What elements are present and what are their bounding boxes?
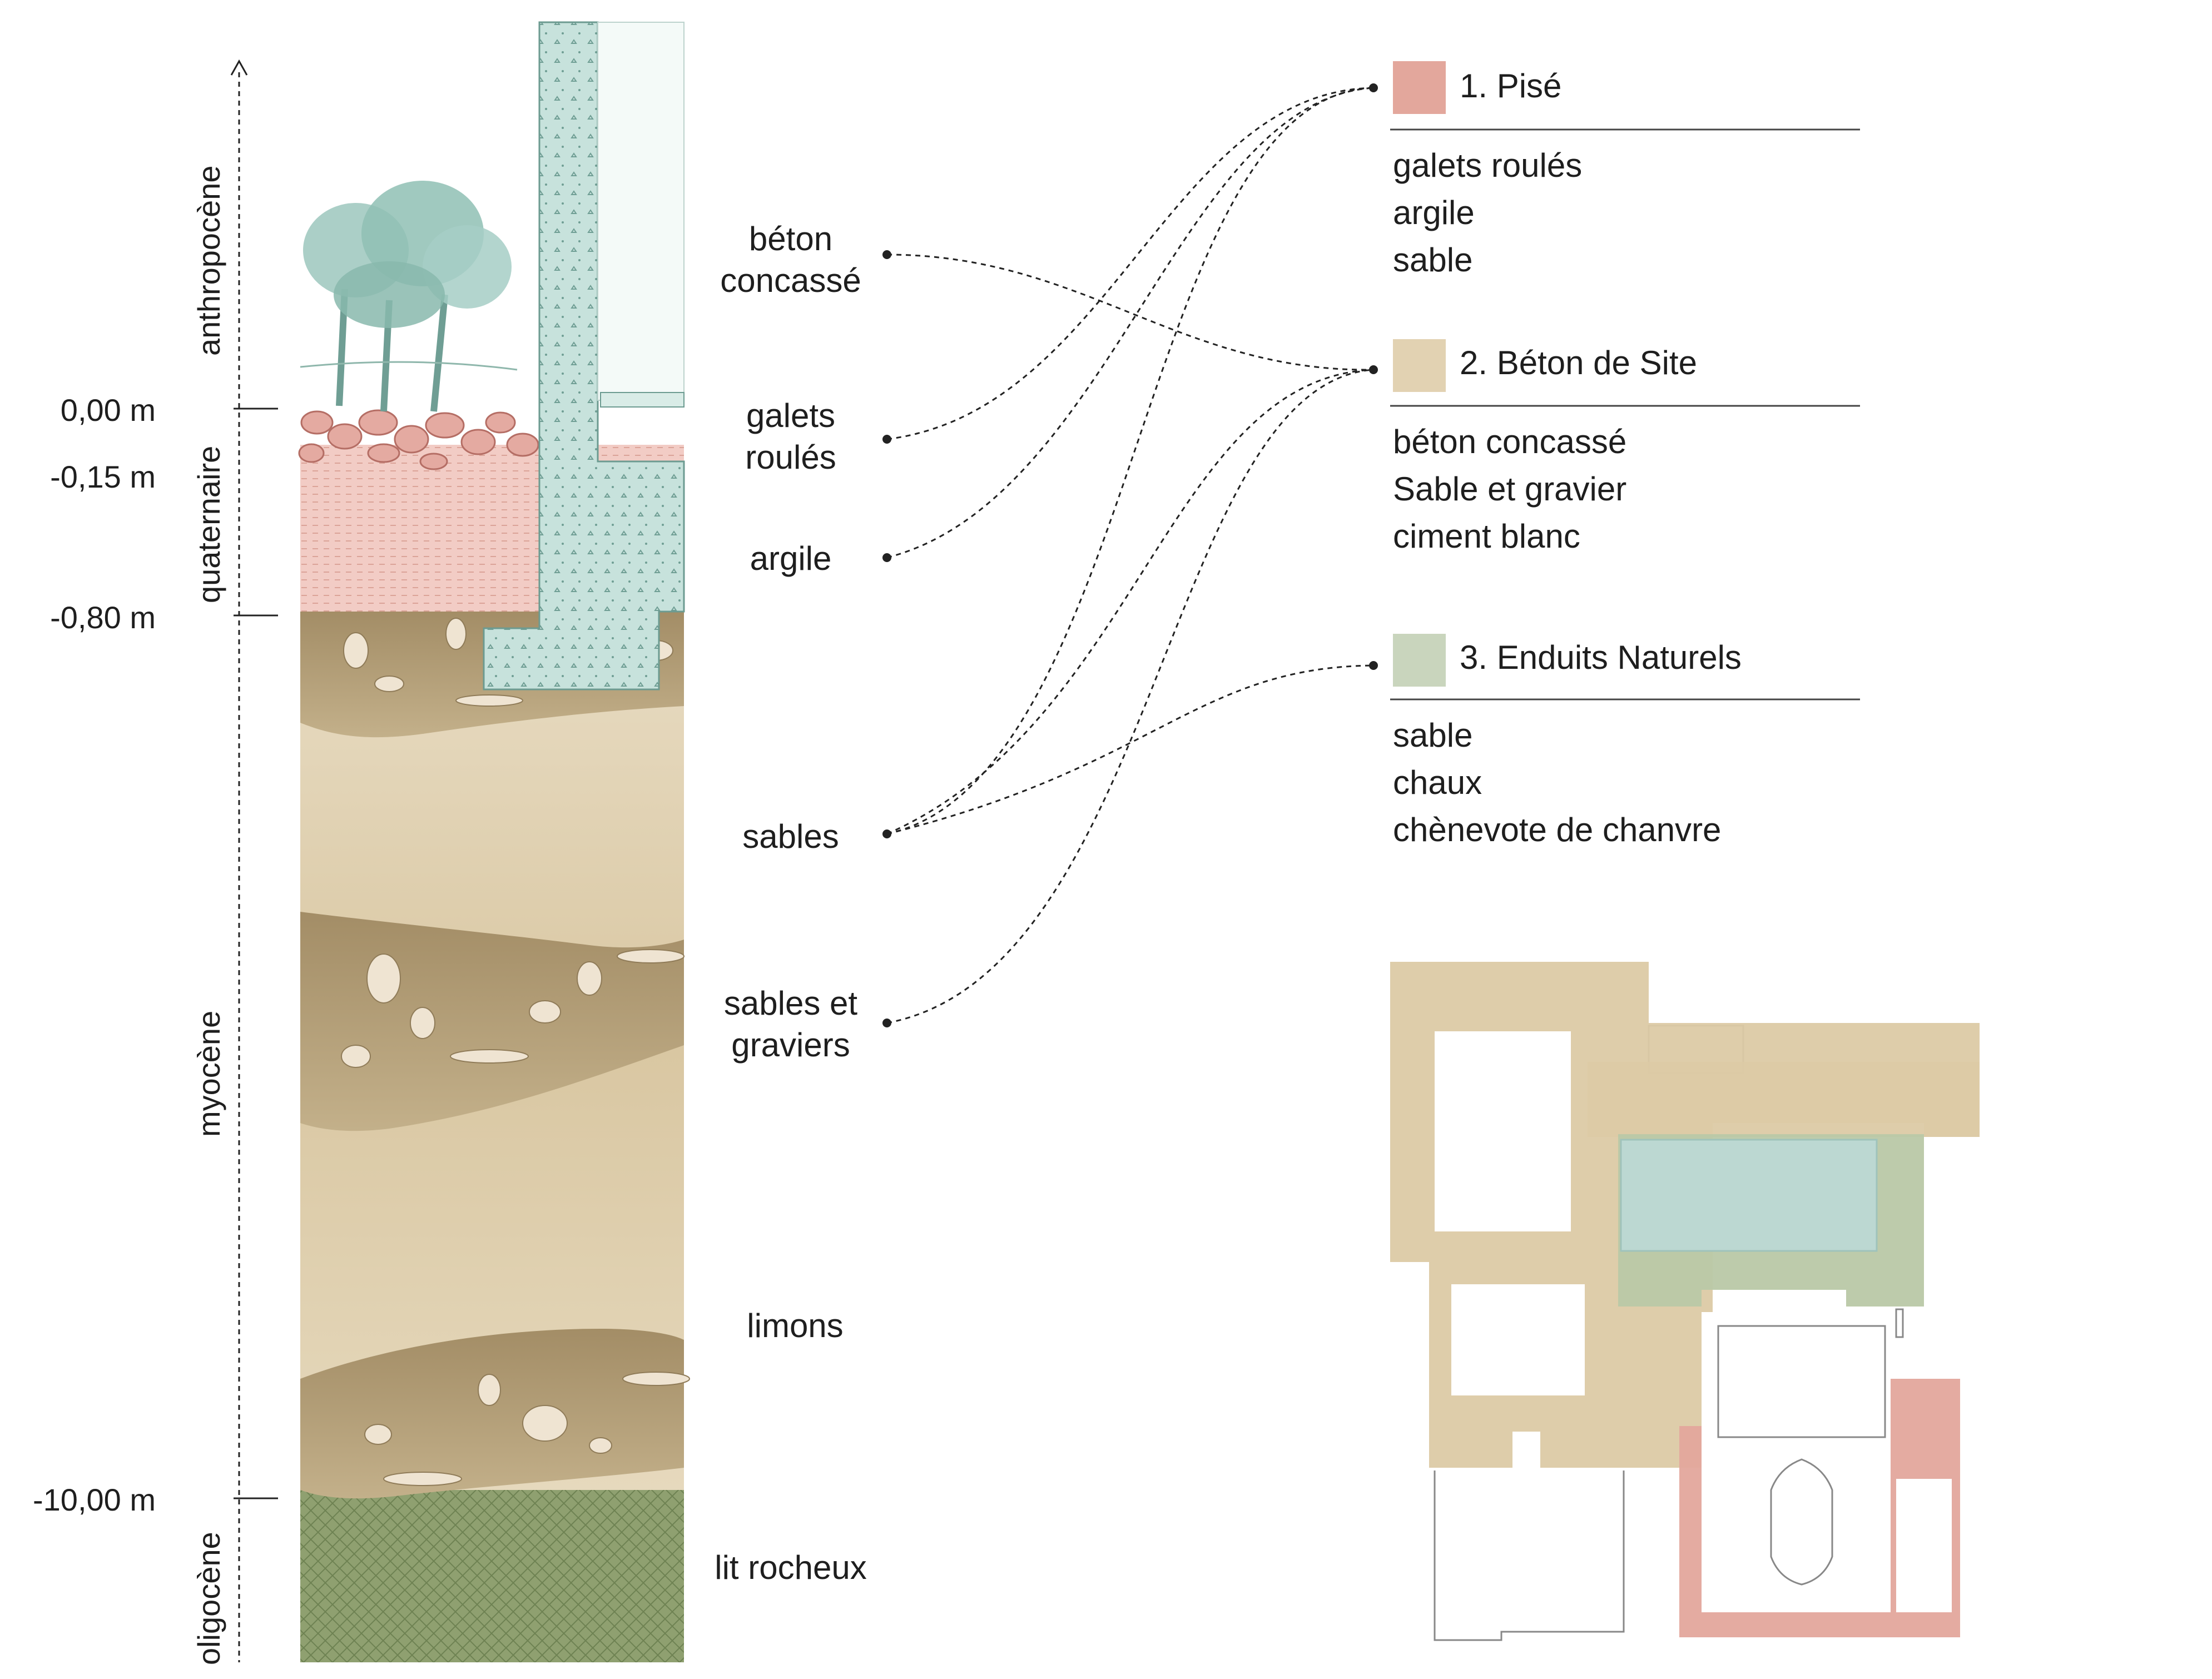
label-sables-graviers-line2: graviers [731, 1026, 850, 1064]
site-plan [1390, 962, 1980, 1641]
pebble-layer [298, 409, 539, 470]
material-item: chènevote de chanvre [1393, 811, 1721, 848]
building-interior [597, 22, 685, 401]
label-sables: sables [742, 818, 839, 855]
label-galets-line2: roulés [745, 439, 836, 476]
swatch-beton [1393, 339, 1446, 392]
layer-labels: béton concassé galets roulés argile sabl… [715, 220, 866, 1586]
label-limons: limons [747, 1307, 843, 1344]
era-anthropocene: anthropocène [191, 165, 226, 356]
label-sables-graviers-line1: sables et [724, 985, 857, 1022]
era-quaternaire: quaternaire [191, 446, 226, 603]
leader-lines [882, 83, 1378, 1027]
plan-enduit-teal [1620, 1139, 1878, 1252]
swatch-enduits [1393, 634, 1446, 687]
depth-axis: anthropocène quaternaire myocène oligocè… [33, 59, 278, 1665]
materials-legend: 1. Pisé galets roulés argile sable 2. Bé… [1390, 61, 1860, 848]
material-item: ciment blanc [1393, 518, 1580, 555]
era-oligocene: oligocène [191, 1532, 226, 1665]
label-galets-line1: galets [746, 397, 835, 434]
material-item: chaux [1393, 764, 1482, 801]
tree-icon [300, 181, 518, 412]
bedrock-layer [300, 1473, 684, 1662]
label-lit-rocheux: lit rocheux [715, 1549, 866, 1586]
depth-1000: -10,00 m [33, 1482, 156, 1517]
material-title-pise: 1. Pisé [1460, 67, 1561, 105]
material-item: Sable et gravier [1393, 470, 1626, 508]
material-item: sable [1393, 241, 1472, 279]
material-item: argile [1393, 194, 1475, 231]
soil-column [298, 21, 690, 1662]
material-title-enduits: 3. Enduits Naturels [1460, 639, 1742, 676]
label-beton-line1: béton [749, 220, 832, 257]
label-argile: argile [750, 540, 832, 577]
label-beton-line2: concassé [720, 262, 861, 299]
gravel-layer-bottom [300, 1329, 684, 1499]
depth-0: 0,00 m [61, 393, 156, 428]
era-myocene: myocène [191, 1011, 226, 1137]
material-item: béton concassé [1393, 423, 1626, 460]
material-title-beton: 2. Béton de Site [1460, 344, 1697, 381]
material-item: galets roulés [1393, 147, 1582, 184]
depth-015: -0,15 m [50, 459, 156, 494]
swatch-pise [1393, 61, 1446, 114]
material-item: sable [1393, 717, 1472, 754]
depth-080: -0,80 m [50, 600, 156, 635]
arrow-up-icon [230, 59, 248, 76]
